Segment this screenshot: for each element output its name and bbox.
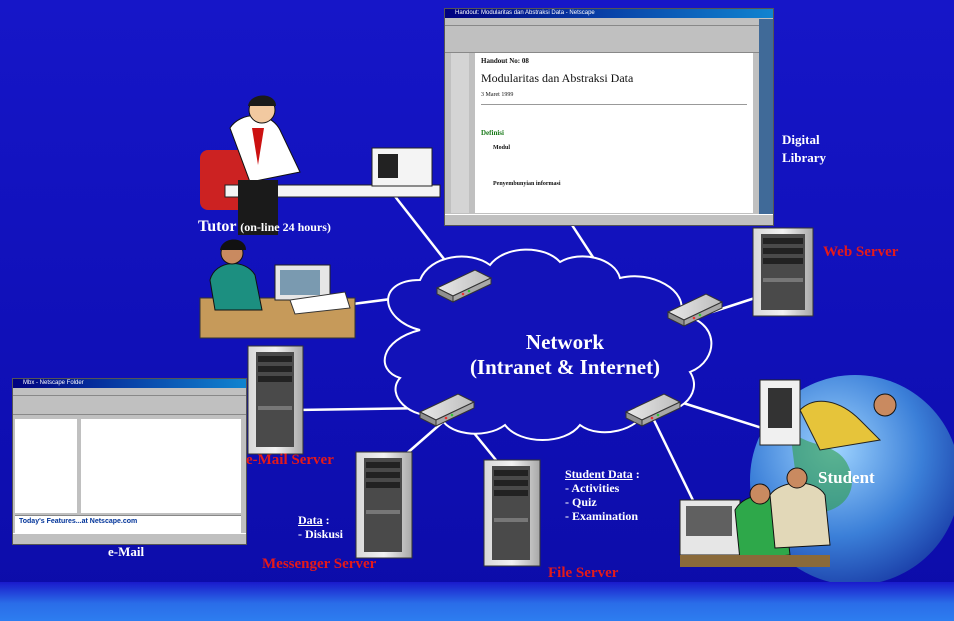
library-titlebar: Handout: Modularitas dan Abstraksi Data … <box>445 9 773 18</box>
file-server-tower <box>483 459 541 567</box>
handout-number: Handout No: 08 <box>481 57 529 65</box>
email-toolbar <box>13 396 246 415</box>
email-window: Mbx - Netscape Folder Today's Features..… <box>12 378 247 545</box>
network-line1: Network <box>525 330 605 354</box>
student-data-heading: Student Data <box>565 467 633 481</box>
email-taskbar <box>13 533 246 544</box>
file-server-label: File Server <box>548 565 619 581</box>
handout-bullet-1: Modul <box>493 145 511 151</box>
web-server-label: Web Server <box>823 244 899 260</box>
email-server-label: e-Mail Server <box>246 452 334 468</box>
messenger-server-label: Messenger Server <box>262 556 377 572</box>
email-banner: Today's Features...at Netscape.com <box>15 515 241 533</box>
email-folder-pane <box>15 419 77 513</box>
email-label: e-Mail <box>108 544 145 559</box>
handout-bullet-2: Penyembunyian informasi <box>493 181 561 187</box>
messenger-data-suffix: : <box>322 513 330 527</box>
student-data-item: - Activities <box>565 481 620 495</box>
network-line2: (Intranet & Internet) <box>469 355 661 379</box>
library-menubar <box>445 18 773 26</box>
student-data-block: Student Data : - Activities - Quiz - Exa… <box>565 467 640 523</box>
tutor-label: Tutor (on-line 24 hours) <box>198 218 331 236</box>
email-server-tower <box>247 345 304 455</box>
tutor-woman-clipart <box>199 239 356 339</box>
library-right-panel <box>759 19 773 217</box>
hub-bottom-right <box>624 393 682 427</box>
library-page: Handout No: 08 Modularitas dan Abstraksi… <box>475 53 753 213</box>
email-banner-text: Today's Features...at Netscape.com <box>19 518 138 525</box>
handout-section: Definisi <box>481 129 504 137</box>
email-titlebar: Mbx - Netscape Folder <box>13 379 246 388</box>
student-clipart <box>679 375 954 585</box>
messenger-data-heading: Data <box>298 513 323 527</box>
messenger-data-item: - Diskusi <box>298 527 344 541</box>
student-data-suffix: : <box>632 467 640 481</box>
messenger-server-tower <box>355 451 413 559</box>
network-label: Network (Intranet & Internet) <box>440 330 690 380</box>
digital-library-label: Digital Library <box>782 131 826 167</box>
hub-bottom-left <box>418 393 476 427</box>
digital-library-window: Handout: Modularitas dan Abstraksi Data … <box>444 8 774 226</box>
messenger-data-block: Data : - Diskusi <box>298 513 343 541</box>
handout-heading: Modularitas dan Abstraksi Data <box>481 71 634 85</box>
library-toolbar <box>445 26 773 53</box>
hub-right <box>666 293 724 327</box>
tutor-note: (on-line 24 hours) <box>240 220 331 234</box>
library-window-title: Handout: Modularitas dan Abstraksi Data … <box>455 10 595 16</box>
student-data-item: - Examination <box>565 509 639 523</box>
handout-date: 3 Maret 1999 <box>481 92 514 98</box>
library-left-margin <box>451 53 469 213</box>
web-server-tower <box>752 227 814 317</box>
library-taskbar <box>445 214 773 225</box>
email-message-list <box>81 419 241 513</box>
digital-library-line1: Digital <box>782 132 820 147</box>
footer-band <box>0 582 954 621</box>
tutor-man-clipart <box>200 95 441 235</box>
digital-library-line2: Library <box>782 150 827 165</box>
link-messenger-hub <box>404 419 446 456</box>
email-window-title: Mbx - Netscape Folder <box>23 380 84 386</box>
hub-top <box>435 269 493 303</box>
tutor-title: Tutor <box>198 218 237 235</box>
student-data-item: - Quiz <box>565 495 597 509</box>
student-label: Student <box>818 468 875 487</box>
email-menubar <box>13 388 246 396</box>
